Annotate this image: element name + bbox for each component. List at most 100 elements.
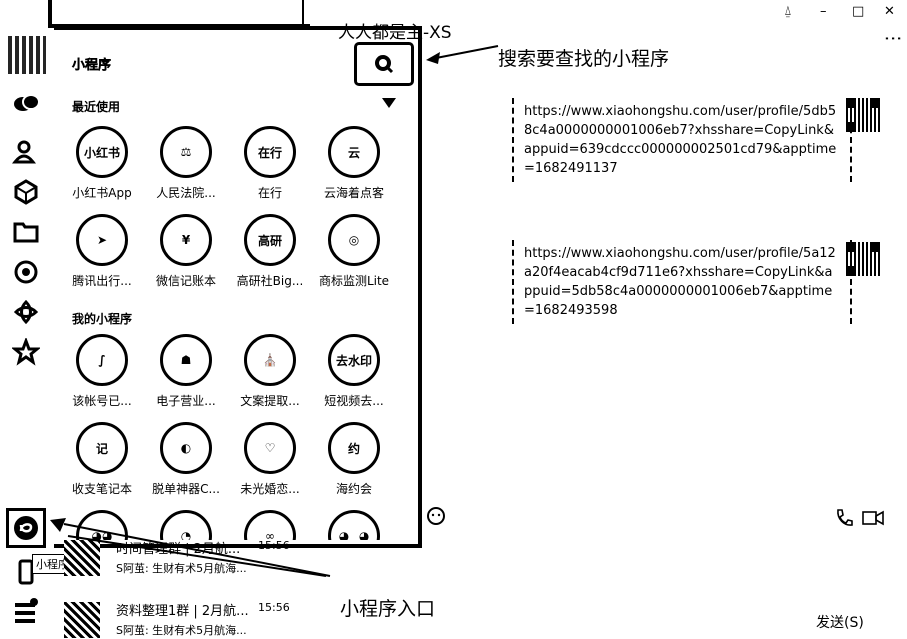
app-glyph: ⛪	[262, 353, 278, 367]
chat-time: 15:56	[258, 601, 290, 614]
app-icon: ∞	[244, 510, 296, 540]
app-label: 该帐号已...	[72, 394, 132, 408]
contacts-icon[interactable]	[11, 138, 40, 166]
app-glyph: ◔	[180, 529, 192, 540]
mini-program-app[interactable]: ◎商标监测Lite	[312, 214, 396, 289]
mini-program-app[interactable]: ◕‿◕	[312, 510, 396, 540]
app-glyph: ¥	[181, 233, 191, 247]
moments-icon[interactable]	[12, 258, 40, 286]
message-bubble[interactable]: https://www.xiaohongshu.com/user/profile…	[512, 240, 852, 324]
app-glyph: 高研	[257, 233, 282, 248]
app-label: 云海着点客	[323, 186, 384, 200]
search-star-icon[interactable]	[10, 336, 42, 366]
mini-program-panel: 小程序 最近使用 小红书小红书App⚖人民法院...在行在行云云海着点客➤腾讯出…	[54, 26, 422, 548]
folder-icon[interactable]	[12, 218, 40, 246]
app-icon: ⚖	[160, 126, 212, 178]
mini-program-app[interactable]: ◐ 脱单神器C...	[144, 422, 228, 497]
panel-title: 小程序	[72, 58, 112, 73]
voice-call-icon[interactable]	[834, 508, 854, 532]
app-icon: ☗	[160, 334, 212, 386]
emoji-icon[interactable]	[426, 506, 446, 530]
entry-annotation: 小程序入口	[340, 598, 436, 620]
app-glyph: 去水印	[335, 353, 372, 368]
mini-program-app[interactable]: ∫ 该帐号已...	[60, 334, 144, 409]
mini-program-app[interactable]: ¥ 微信记账本	[144, 214, 228, 289]
menu-icon[interactable]	[12, 596, 40, 624]
mini-program-app[interactable]: ♡ 未光婚恋...	[228, 422, 312, 497]
chat-snippet: S阿茧: 生财有术5月航海...	[116, 562, 247, 575]
channels-icon[interactable]	[12, 298, 40, 326]
send-button[interactable]: 发送(S)	[816, 615, 864, 631]
mini-program-app[interactable]: 小红书小红书App	[60, 126, 144, 201]
pin-icon[interactable]: ⍙	[784, 4, 792, 19]
mini-program-app[interactable]: ⚖ 人民法院...	[144, 126, 228, 201]
app-glyph: ➤	[96, 233, 108, 247]
app-label: 人民法院...	[156, 186, 216, 200]
app-label: 短视频去...	[324, 394, 384, 408]
chat-icon[interactable]	[12, 90, 40, 118]
message-bubble[interactable]: https://www.xiaohongshu.com/user/profile…	[512, 98, 852, 182]
search-button[interactable]	[354, 42, 414, 86]
chat-avatar	[64, 602, 100, 638]
maximize-button[interactable]: □	[852, 4, 865, 19]
arrow-icon	[426, 45, 499, 64]
app-glyph: ☗	[180, 353, 192, 367]
search-annotation: 搜索要查找的小程序	[498, 48, 670, 70]
app-glyph: 云	[347, 145, 360, 160]
mini-program-app[interactable]: ➤ 腾讯出行...	[60, 214, 144, 289]
chat-time: 15:56	[258, 539, 290, 552]
app-icon: 高研	[244, 214, 296, 266]
app-label: 腾讯出行...	[72, 274, 132, 288]
chat-row[interactable]: 时间管理群 | 2月航... 15:56 S阿茧: 生财有术5月航海...	[54, 536, 304, 576]
app-glyph: ◕◕	[91, 529, 113, 540]
sender-avatar[interactable]	[846, 242, 880, 276]
app-icon: ∫	[76, 334, 128, 386]
app-icon: 小红书	[76, 126, 128, 178]
arrow-icon	[50, 518, 331, 577]
app-label: 微信记账本	[155, 274, 216, 288]
app-glyph: 小红书	[83, 145, 120, 160]
sender-avatar[interactable]	[846, 98, 880, 132]
chat-list-top-edge	[48, 0, 310, 28]
app-label: 脱单神器C...	[152, 482, 220, 496]
app-icon: ¥	[160, 214, 212, 266]
mini-program-app[interactable]: ◔	[144, 510, 228, 540]
mini-program-entry-icon[interactable]	[6, 508, 46, 548]
app-label: 电子营业...	[156, 394, 216, 408]
app-label: 文案提取...	[240, 394, 300, 408]
app-icon: 云	[328, 126, 380, 178]
mini-program-app[interactable]: ∞	[228, 510, 312, 540]
app-label: 在行	[257, 186, 282, 200]
app-icon: 在行	[244, 126, 296, 178]
mini-program-app[interactable]: 去水印短视频去...	[312, 334, 396, 409]
app-label: 高研社Big...	[236, 274, 304, 288]
app-glyph: 在行	[257, 145, 282, 160]
mini-program-app[interactable]: 记收支笔记本	[60, 422, 144, 497]
minimize-button[interactable]: –	[820, 4, 827, 19]
mini-program-app[interactable]: ☗ 电子营业...	[144, 334, 228, 409]
mini-program-app[interactable]: 在行在行	[228, 126, 312, 201]
avatar[interactable]	[8, 36, 46, 74]
chat-row[interactable]: 资料整理1群 | 2月航... 15:56 S阿茧: 生财有术5月航海...	[54, 598, 304, 638]
mini-program-app[interactable]: 高研高研社Big...	[228, 214, 312, 289]
app-icon: ⛪	[244, 334, 296, 386]
my-section-title: 我的小程序	[72, 312, 133, 326]
video-call-icon[interactable]	[862, 508, 884, 532]
app-icon: 约	[328, 422, 380, 474]
mini-program-app[interactable]: ⛪ 文案提取...	[228, 334, 312, 409]
app-glyph: ◐	[180, 441, 192, 455]
mini-program-app[interactable]: 约海约会	[312, 422, 396, 497]
left-sidebar	[0, 0, 54, 639]
search-icon	[375, 55, 394, 74]
app-icon: ◐	[160, 422, 212, 474]
app-icon: ♡	[244, 422, 296, 474]
chevron-down-icon[interactable]	[382, 98, 396, 110]
app-glyph: ∞	[265, 529, 275, 540]
mini-program-app[interactable]: 云云海着点客	[312, 126, 396, 201]
more-icon[interactable]: ⋮	[882, 29, 904, 48]
close-button[interactable]: ✕	[884, 4, 895, 19]
app-glyph: 约	[347, 441, 360, 456]
favorites-cube-icon[interactable]	[12, 178, 40, 206]
app-label: 未光婚恋...	[240, 482, 300, 496]
chat-title: 人人都是主-XS	[338, 23, 452, 43]
